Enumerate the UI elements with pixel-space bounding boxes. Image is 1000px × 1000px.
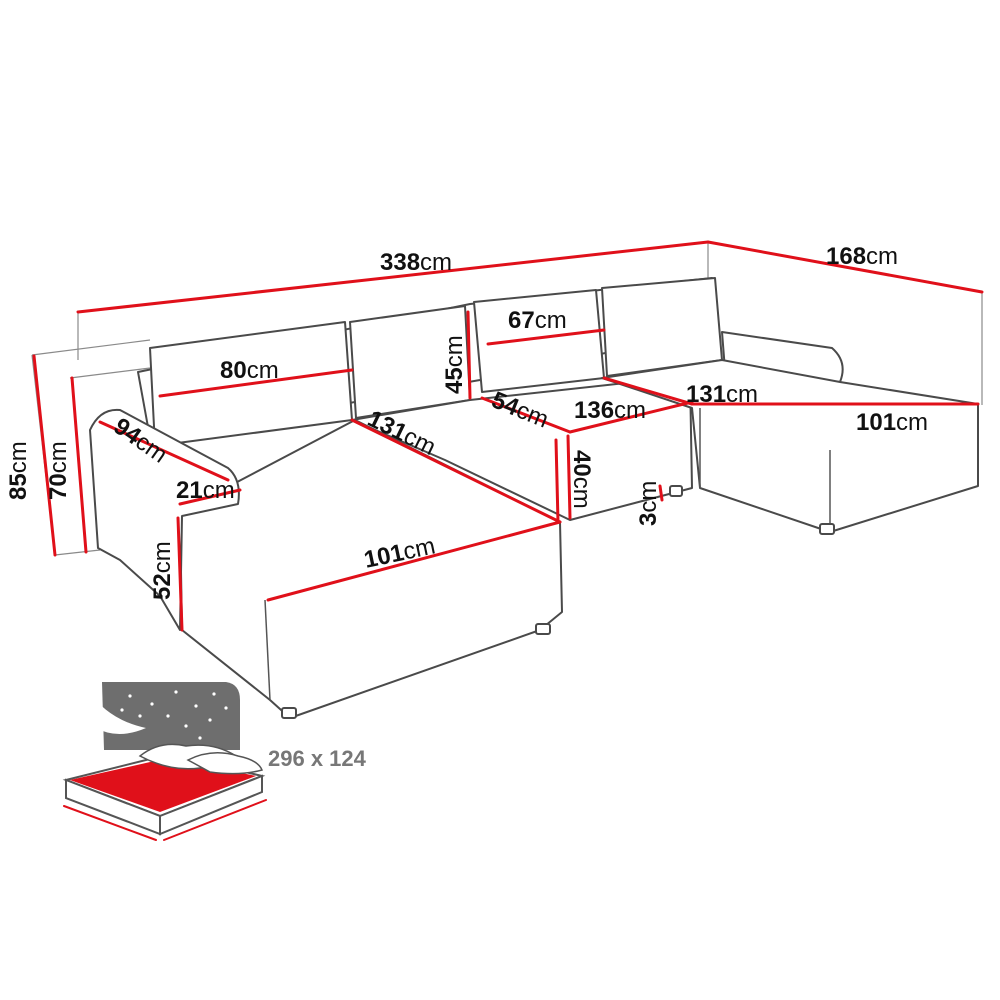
dim-line-back-cushion-width — [158, 368, 354, 398]
label-right-seat-depth: 131cm — [686, 381, 758, 408]
dim-line-chaise-depth — [706, 240, 984, 294]
label-total-width: 338cm — [380, 249, 452, 276]
dim-line-armrest-length — [98, 420, 230, 482]
middle-seat — [351, 375, 693, 521]
label-leg-height: 3cm — [635, 481, 662, 526]
sleeping-area-icon: 296 x 124 — [62, 682, 367, 841]
sleeping-area-label: 296 x 124 — [268, 746, 367, 771]
label-seat-height: 40cm — [568, 450, 595, 509]
dim-line-left-seat-depth — [350, 418, 562, 524]
label-back-cushion-width: 80cm — [220, 357, 279, 384]
dim-line-back-height — [70, 376, 88, 554]
dim-line-cushion-height — [466, 310, 472, 400]
night-sky-icon — [102, 682, 240, 750]
label-right-chaise-width: 101cm — [856, 409, 928, 436]
back-cushion-center-right — [473, 289, 605, 393]
label-middle-back-width: 67cm — [508, 307, 567, 334]
label-total-height: 85cm — [5, 441, 32, 500]
label-back-height: 70cm — [45, 441, 72, 500]
dim-line-right-seat-depth — [602, 376, 694, 406]
dim-line-middle-seat — [568, 400, 694, 434]
dim-line-armrest-width — [178, 488, 242, 506]
label-arm-height: 52cm — [149, 541, 176, 600]
label-chaise-depth: 168cm — [826, 243, 898, 270]
dim-line-seat-height — [566, 434, 572, 520]
label-armrest-width: 21cm — [176, 477, 235, 504]
dim-line-middle-back — [486, 328, 606, 346]
dimension-lines — [32, 240, 984, 632]
dim-line-seat-54 — [480, 396, 572, 434]
label-left-chaise-width: 101cm — [362, 532, 438, 573]
dim-line-arm-height — [176, 516, 184, 632]
dim-line-total-height — [32, 354, 57, 557]
label-middle-seat-width: 136cm — [574, 397, 646, 424]
label-cushion-height: 45cm — [441, 335, 468, 394]
dim-line-total-width — [76, 240, 710, 314]
dim-line-left-chaise-width — [266, 520, 562, 602]
stars — [120, 690, 228, 740]
dim-line-leg-height — [658, 484, 664, 502]
back-cushion-right — [601, 277, 723, 377]
